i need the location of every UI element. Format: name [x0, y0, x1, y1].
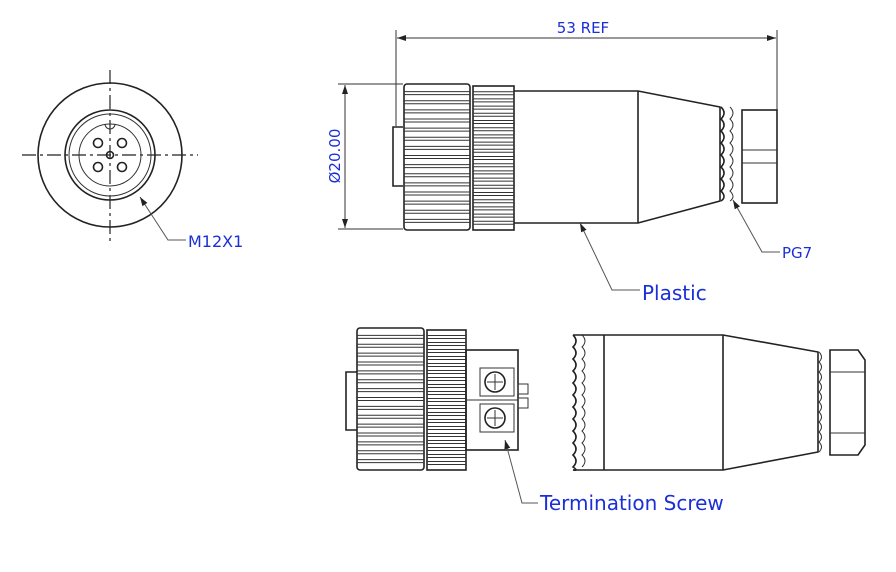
label-termination-screw: Termination Screw: [539, 491, 724, 515]
label-m12x1: M12X1: [188, 232, 243, 251]
label-plastic: Plastic: [642, 281, 707, 305]
label-diameter: Ø20.00: [326, 129, 344, 184]
termination-screws: [484, 371, 506, 429]
side-view: 53 REF Ø20.00 Plastic PG7: [326, 19, 812, 305]
exploded-view: Termination Screw: [345, 327, 866, 515]
contact-pins: [92, 137, 128, 173]
label-pg7: PG7: [782, 244, 812, 262]
front-view: M12X1: [22, 70, 243, 251]
label-53-ref: 53 REF: [557, 19, 609, 37]
knurl-ribs: [404, 91, 514, 225]
knurl-ribs: [357, 334, 466, 465]
